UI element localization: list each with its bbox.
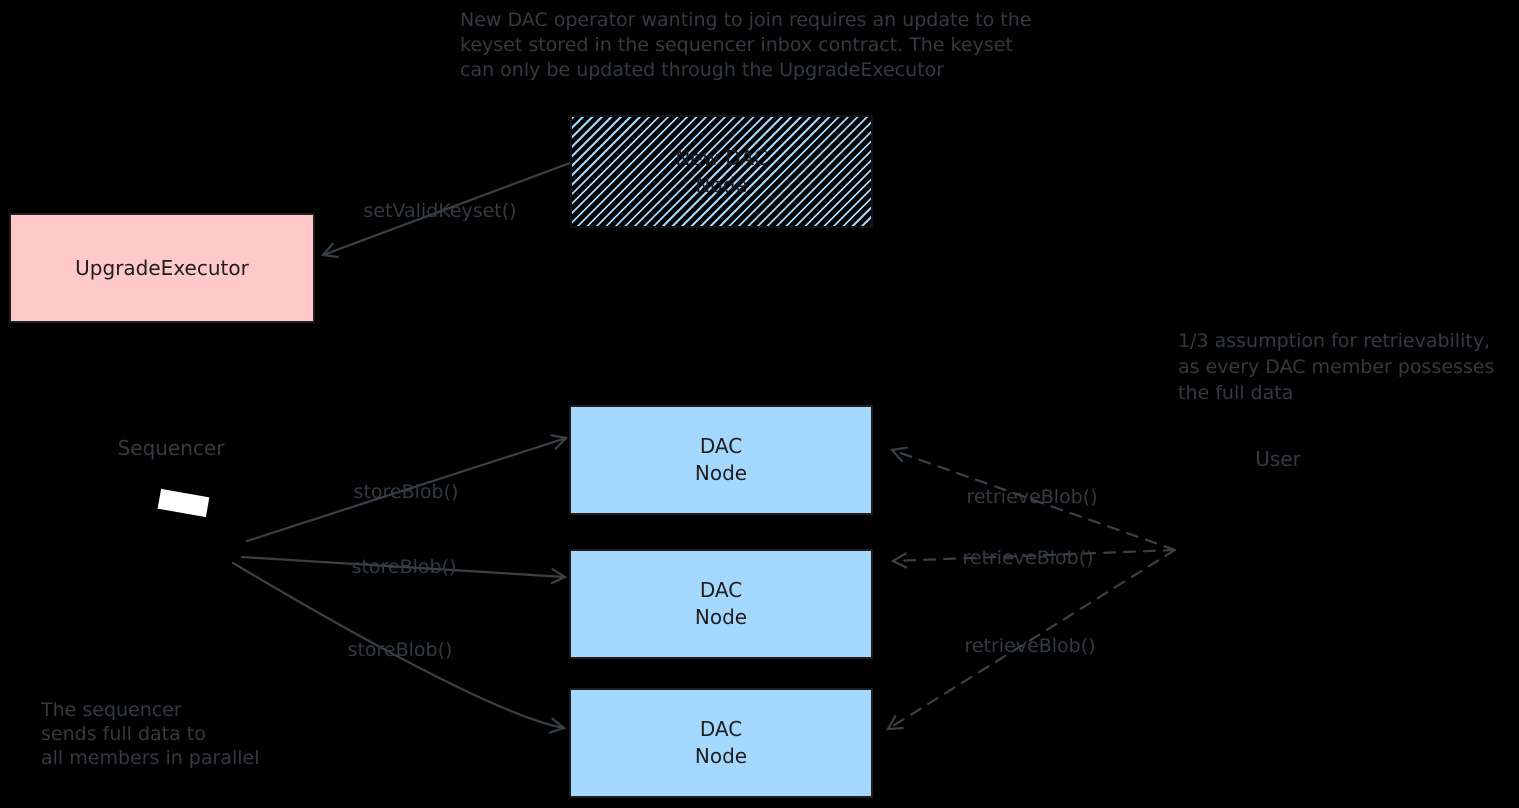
- right-note: 1/3 assumption for retrievability, as ev…: [1178, 328, 1494, 406]
- arrow-store-blob-3: [231, 561, 567, 734]
- bottom-note: The sequencer sends full data to all mem…: [41, 698, 260, 770]
- note-line: sends full data to: [41, 723, 206, 745]
- note-line: can only be updated through the UpgradeE…: [460, 59, 945, 81]
- retrieve-blob-label-2: retrieveBlob(): [962, 547, 1094, 569]
- arrow-retrieve-blob-3: [886, 548, 1177, 731]
- dac-node-2-label-line1: DAC: [699, 578, 743, 602]
- dac-node-box-1: DAC Node: [569, 405, 873, 515]
- set-valid-keyset-label: setValidKeyset(): [363, 200, 517, 222]
- note-line: the full data: [1178, 382, 1294, 404]
- dac-node-2-label-line2: Node: [694, 605, 748, 629]
- retrieve-blob-label-3: retrieveBlob(): [964, 635, 1096, 657]
- top-note: New DAC operator wanting to join require…: [460, 8, 1031, 83]
- upgrade-executor-label: UpgradeExecutor: [75, 255, 249, 280]
- store-blob-label-1: storeBlob(): [353, 481, 459, 503]
- store-blob-label-2: storeBlob(): [351, 556, 457, 578]
- dac-node-3-label-line2: Node: [694, 744, 748, 768]
- note-line: as every DAC member possesses: [1178, 356, 1495, 378]
- new-dac-node-label-line2: Node: [695, 172, 748, 197]
- note-line: keyset stored in the sequencer inbox con…: [460, 34, 1013, 56]
- dac-node-box-3: DAC Node: [569, 688, 873, 798]
- arrow-store-blob-1: [245, 434, 569, 543]
- arrow-retrieve-blob-1: [889, 446, 1177, 552]
- store-blob-label-3: storeBlob(): [347, 639, 453, 661]
- arrow-retrieve-blob-2: [890, 548, 1177, 569]
- upgrade-executor-box: UpgradeExecutor: [9, 213, 315, 323]
- note-line: 1/3 assumption for retrievability,: [1178, 330, 1491, 352]
- arrow-store-blob-2: [240, 555, 568, 585]
- dac-node-1-label-line2: Node: [694, 461, 748, 485]
- note-line: The sequencer: [41, 699, 182, 721]
- new-dac-node-box: New DAC Node: [570, 115, 873, 228]
- new-dac-node-label-line1: New DAC: [675, 145, 768, 170]
- retrieve-blob-label-1: retrieveBlob(): [966, 486, 1098, 508]
- arrow-set-valid-keyset: [320, 161, 572, 259]
- note-line: all members in parallel: [41, 747, 260, 769]
- note-line: New DAC operator wanting to join require…: [460, 9, 1032, 31]
- dac-node-box-2: DAC Node: [569, 549, 873, 659]
- dac-node-3-label-line1: DAC: [699, 717, 743, 741]
- dac-node-1-label-line1: DAC: [699, 434, 743, 458]
- user-label: User: [1255, 447, 1301, 471]
- sequencer-label: Sequencer: [117, 436, 225, 460]
